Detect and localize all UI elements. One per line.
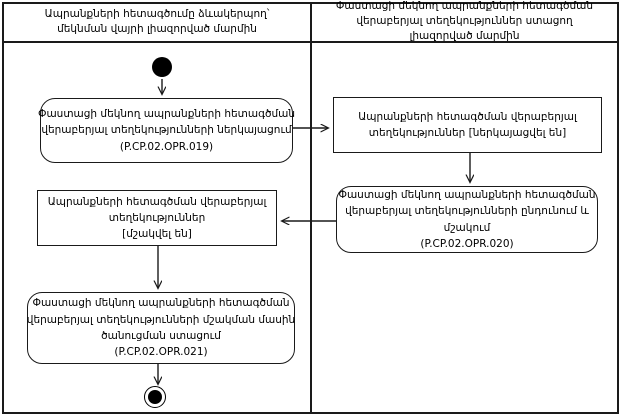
- action-receive-and-process-info: Փաստացի մեկնող ապրանքների հետագծման վերա…: [336, 186, 598, 253]
- lane-title: Ապրանքների հետագծումը ձևակերպող՝ մեկնման…: [44, 7, 270, 35]
- node-text-line: վերաբերյալ տեղեկությունների ընդունում և: [345, 205, 589, 218]
- lane-title: Փաստացի մեկնող ապրանքների հետագծման վերա…: [335, 0, 594, 42]
- node-text-line: Ապրանքների հետագծման վերաբերյալ: [358, 110, 577, 123]
- node-code: (P.CP.02.OPR.021): [114, 346, 208, 359]
- node-text-line: Փաստացի մեկնող ապրանքների հետագծման: [32, 297, 290, 310]
- node-text-line: Փաստացի մեկնող ապրանքների հետագծման: [338, 188, 596, 201]
- node-text-line: մշակում: [443, 221, 491, 234]
- node-text-line: Փաստացի մեկնող ապրանքների հետագծման: [37, 108, 296, 121]
- final-node-core: [148, 390, 162, 404]
- final-node: [144, 386, 166, 408]
- node-text-line: վերաբերյալ տեղեկությունների ներկայացում: [41, 124, 292, 137]
- node-code: (P.CP.02.OPR.019): [119, 140, 214, 153]
- node-text-line: տեղեկություններ: [108, 211, 206, 224]
- node-text-line: ծանուցման ստացում: [101, 330, 221, 342]
- lane-header-receiving-authority: Փաստացի մեկնող ապրանքների հետագծման վերա…: [312, 0, 617, 43]
- node-code: (P.CP.02.OPR.020): [420, 237, 514, 250]
- action-receive-processing-notification: Փաստացի մեկնող ապրանքների հետագծման վերա…: [27, 292, 295, 364]
- node-text-line: վերաբերյալ տեղեկությունների մշակման մասի…: [26, 313, 296, 326]
- object-info-processed: Ապրանքների հետագծման վերաբերյալ տեղեկութ…: [37, 190, 277, 246]
- node-text-line: Ապրանքների հետագծման վերաբերյալ: [47, 195, 267, 208]
- node-state: [մշակվել են]: [122, 228, 192, 241]
- initial-node: [152, 57, 172, 77]
- node-state: տեղեկություններ [ներկայացվել են]: [368, 127, 567, 139]
- action-submit-traceability-info: Փաստացի մեկնող ապրանքների հետագծման վերա…: [37, 98, 296, 163]
- lane-divider: [310, 2, 312, 414]
- object-info-submitted: Ապրանքների հետագծման վերաբերյալ տեղեկութ…: [333, 97, 602, 153]
- lane-header-departure-authority: Ապրանքների հետագծումը ձևակերպող՝ մեկնման…: [4, 2, 310, 43]
